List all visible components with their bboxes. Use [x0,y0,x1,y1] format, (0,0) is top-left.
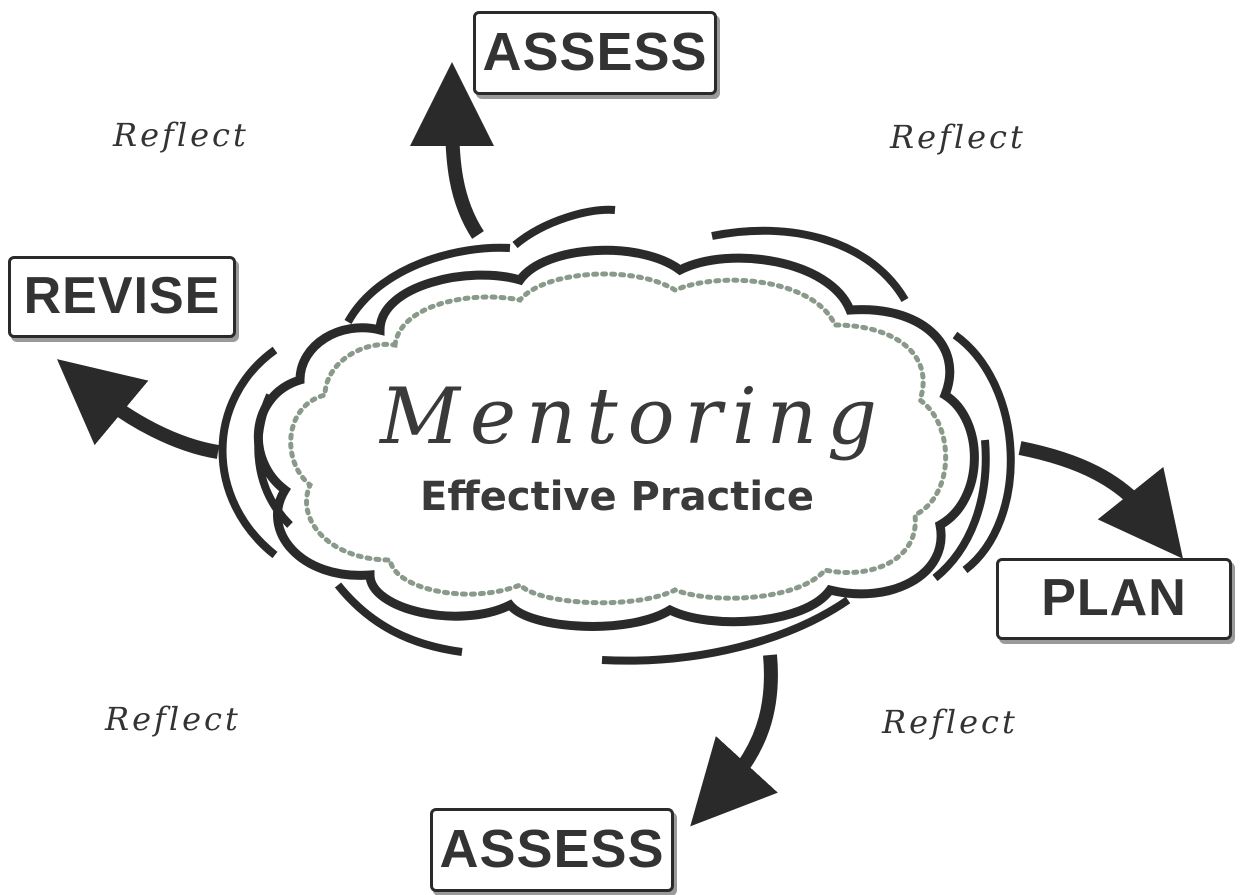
arc-bottom-left [334,582,463,656]
assess-top-box: ASSESS [473,11,717,95]
center-subtitle: Effective Practice [420,474,814,520]
arc-right [952,331,1015,574]
revise-box: REVISE [8,256,236,338]
arrow-to-revise [56,359,220,459]
cloud-outline [253,245,979,631]
arrow-to-plan [1018,441,1184,559]
arc-top-left [344,243,511,324]
reflect-label-bottom-left: Reflect [105,700,241,738]
reflect-label-bottom-right: Reflect [882,703,1018,741]
arc-left-inner [254,393,293,528]
reflect-label-top-right: Reflect [890,118,1026,156]
arc-bottom-right [601,596,851,665]
cloud-inner-dots [288,271,949,606]
arrow-to-assess-top [410,62,495,239]
arc-top-right [711,226,909,303]
reflect-label-top-left: Reflect [113,116,249,154]
arc-left [218,346,278,559]
plan-box: PLAN [996,558,1232,640]
arrow-to-assess-bottom [690,654,778,827]
arc-right-lower [932,439,990,582]
arc-top-center [512,205,616,249]
assess-bottom-box: ASSESS [430,808,674,892]
center-title: Mentoring [380,372,887,462]
